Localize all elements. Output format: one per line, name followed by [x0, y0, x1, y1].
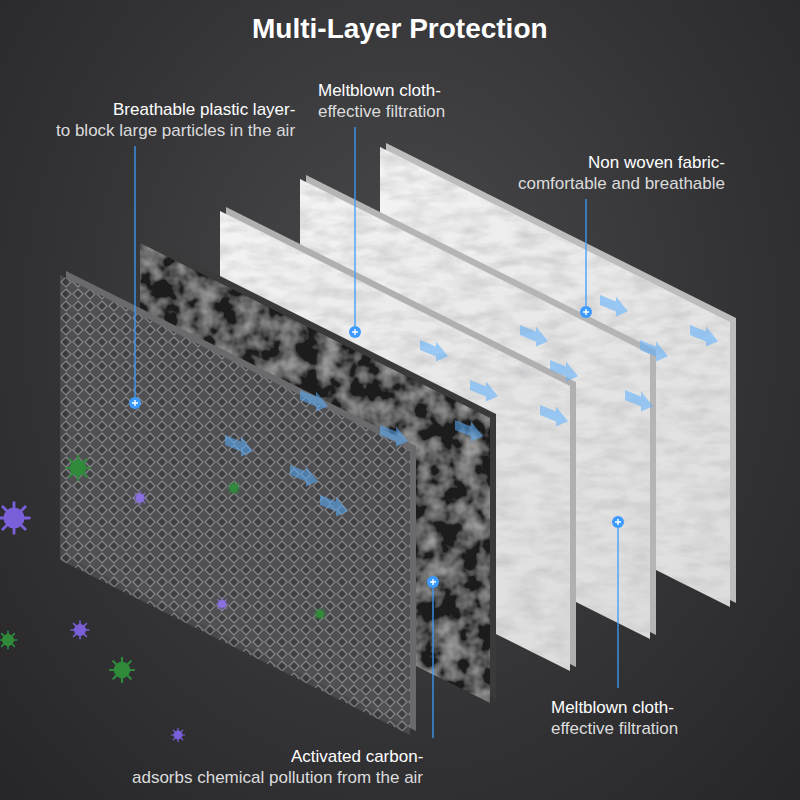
diagram-title: Multi-Layer Protection [252, 12, 548, 46]
virus-particles [0, 456, 326, 742]
layer-name: Breathable plastic layer- [113, 99, 295, 120]
layer-description: effective filtration [551, 718, 678, 739]
layer-description: adsorbs chemical pollution from the air [132, 767, 423, 788]
layer-name: Non woven fabric- [588, 152, 725, 173]
layer-description: effective filtration [318, 101, 445, 122]
layer-name: Meltblown cloth- [551, 697, 674, 718]
leader-lines [135, 127, 618, 738]
layer-description: comfortable and breathable [518, 173, 725, 194]
layer-name: Activated carbon- [291, 746, 423, 767]
mesh-layer [60, 275, 410, 735]
layer-description: to block large particles in the air [56, 120, 295, 141]
airflow-arrows [225, 290, 718, 521]
layer-name: Meltblown cloth- [318, 80, 441, 101]
marker-dots [129, 306, 624, 588]
